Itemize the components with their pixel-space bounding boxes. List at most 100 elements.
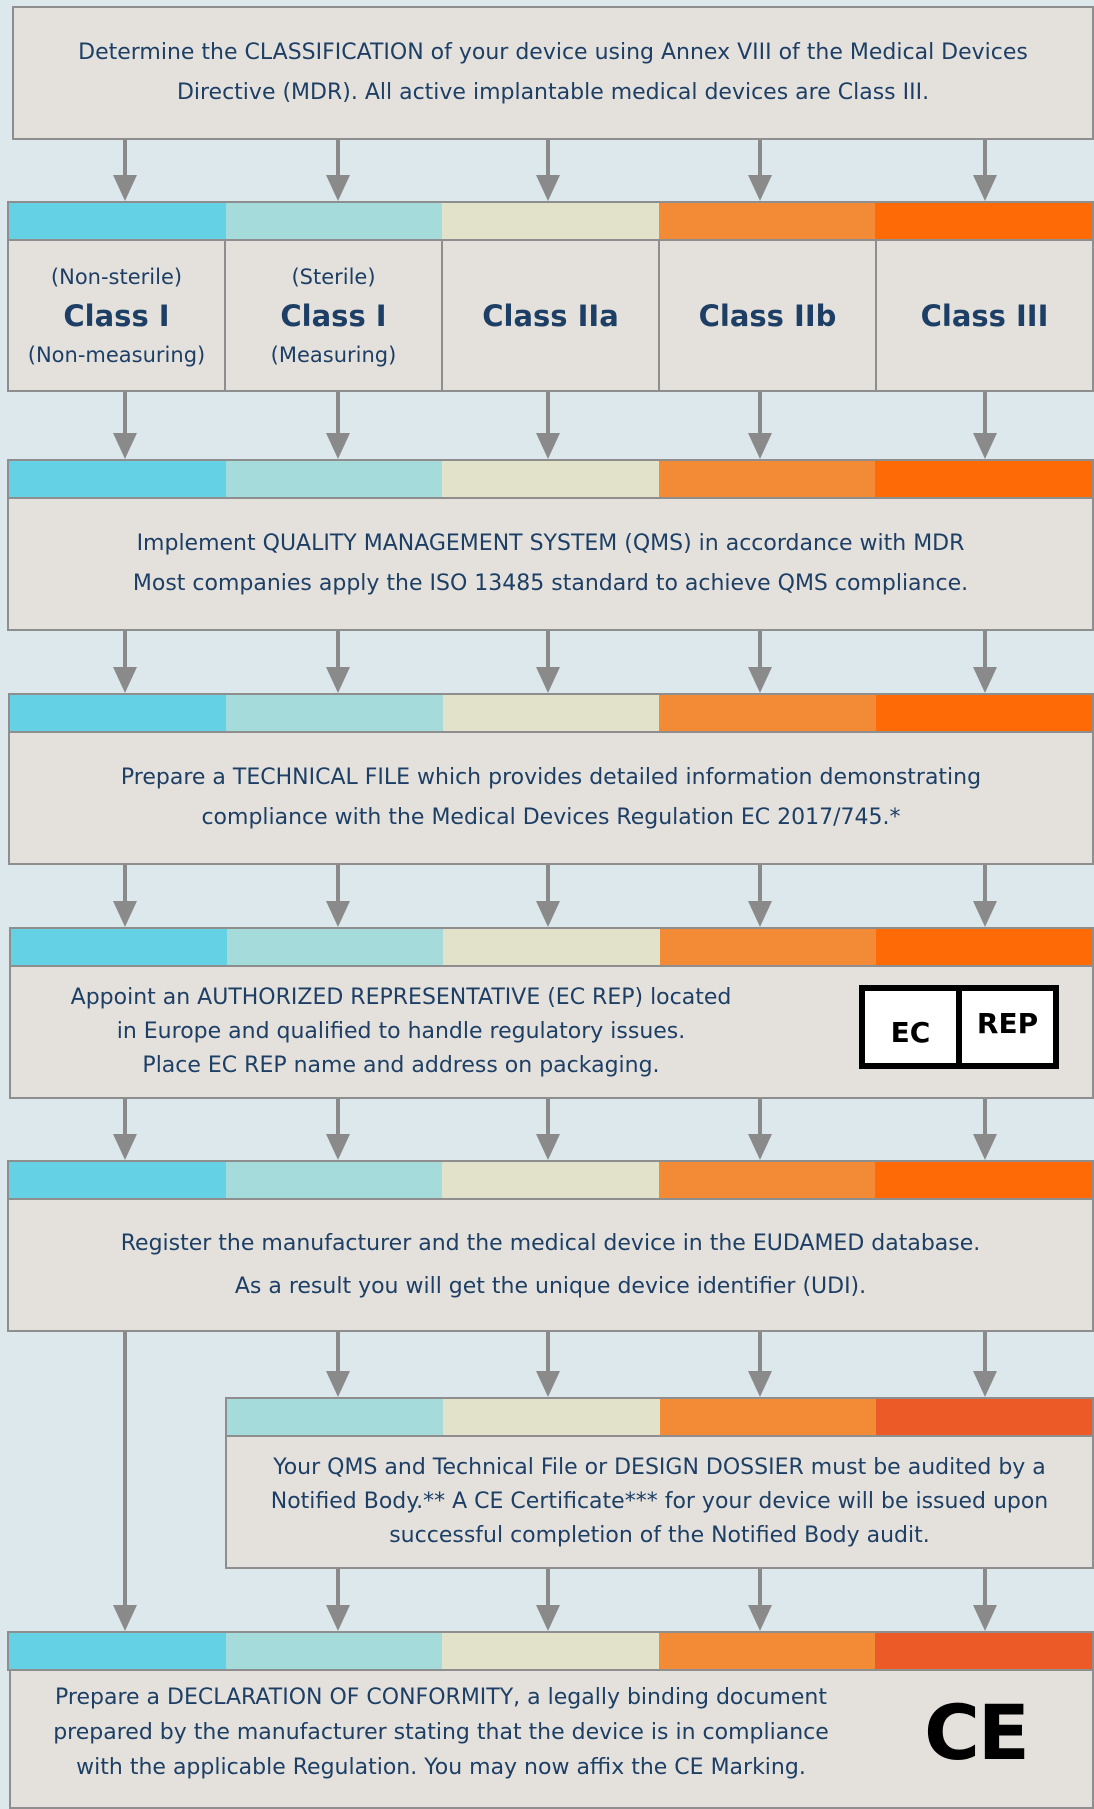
declaration-step: Prepare a DECLARATION OF CONFORMITY, a l…: [9, 1669, 1094, 1809]
notified-body-step: Your QMS and Technical File or DESIGN DO…: [225, 1435, 1094, 1569]
ec-rep-symbol: EC REP: [859, 985, 1059, 1069]
class-cell-2b: Class IIb: [658, 239, 877, 392]
class-1s-bottom-note: (Measuring): [270, 342, 397, 367]
class-cell-1-nonsterile: (Non-sterile) Class I (Non-measuring): [7, 239, 226, 392]
ec-rep-text-line-3: Place EC REP name and address on packagi…: [142, 1053, 660, 1078]
declaration-color-strip: [7, 1631, 1094, 1671]
ec-rep-color-strip-segment-5: [875, 929, 1092, 967]
arrow-row5-col1-head: [113, 1134, 137, 1160]
notified-body-color-strip-segment-2: [443, 1399, 660, 1437]
qms-text-line-1: Implement QUALITY MANAGEMENT SYSTEM (QMS…: [136, 531, 965, 556]
arrow-bypass-class1-head: [113, 1605, 137, 1631]
technical-file-color-strip: [8, 693, 1094, 733]
arrow-row7-col3-head: [536, 1605, 560, 1631]
declaration-color-strip-segment-5: [875, 1633, 1092, 1671]
class-1s-top-note: (Sterile): [291, 264, 376, 289]
technical-file-color-strip-segment-5: [875, 695, 1092, 733]
ec-rep-symbol-rep: REP: [976, 1006, 1039, 1040]
class-2b-name: Class IIb: [698, 298, 837, 333]
ec-rep-color-strip: [9, 927, 1094, 967]
ec-rep-color-strip-segment-1: [11, 929, 228, 967]
ec-rep-text-line-1: Appoint an AUTHORIZED REPRESENTATIVE (EC…: [70, 985, 732, 1010]
ec-rep-text-line-2: in Europe and qualified to handle regula…: [116, 1019, 686, 1044]
qms-color-strip-segment-3: [442, 461, 659, 499]
notified-body-text-line-1: Your QMS and Technical File or DESIGN DO…: [273, 1455, 1046, 1480]
arrow-row2-col1-head: [113, 433, 137, 459]
technical-file-color-strip-segment-1: [10, 695, 227, 733]
arrow-row3-col3-head: [536, 667, 560, 693]
ec-rep-symbol-ec: EC: [865, 991, 962, 1063]
eudamed-color-strip: [7, 1160, 1094, 1200]
arrow-row2-col3-head: [536, 433, 560, 459]
eudamed-color-strip-segment-1: [9, 1162, 226, 1200]
arrow-row2-col5-head: [973, 433, 997, 459]
declaration-color-strip-segment-2: [225, 1633, 443, 1671]
arrow-row7-col5-head: [973, 1605, 997, 1631]
arrow-row6-col2-head: [326, 1371, 350, 1397]
class-3-name: Class III: [920, 298, 1049, 333]
arrow-row3-col1-head: [113, 667, 137, 693]
classification-text-line-1: Determine the CLASSIFICATION of your dev…: [78, 40, 1028, 65]
arrow-row5-col5-head: [973, 1134, 997, 1160]
class-1-top-note: (Non-sterile): [50, 264, 183, 289]
qms-color-strip-segment-5: [875, 461, 1092, 499]
arrow-row1-col5-head: [973, 175, 997, 201]
class-cell-2a: Class IIa: [441, 239, 660, 392]
class-color-strip: [7, 201, 1094, 241]
class-1s-name: Class I: [280, 298, 387, 333]
class-cell-3: Class III: [875, 239, 1094, 392]
arrow-row4-col2-head: [326, 901, 350, 927]
notified-body-color-strip-segment-3: [659, 1399, 876, 1437]
eudamed-color-strip-segment-5: [875, 1162, 1092, 1200]
arrow-row5-col4-head: [748, 1134, 772, 1160]
arrow-row7-col2-head: [326, 1605, 350, 1631]
class-color-strip-segment-1: [9, 203, 226, 241]
notified-body-color-strip-segment-4: [875, 1399, 1092, 1437]
arrow-row7-col4-head: [748, 1605, 772, 1631]
class-1-bottom-note: (Non-measuring): [27, 342, 206, 367]
ec-rep-color-strip-segment-2: [227, 929, 444, 967]
arrow-row2-col2-head: [326, 433, 350, 459]
notified-body-text-line-3: successful completion of the Notified Bo…: [389, 1523, 930, 1548]
arrow-row6-col3-head: [536, 1371, 560, 1397]
eudamed-step: Register the manufacturer and the medica…: [7, 1198, 1094, 1332]
arrow-row2-col4-head: [748, 433, 772, 459]
class-2a-name: Class IIa: [482, 298, 619, 333]
eudamed-text-line-1: Register the manufacturer and the medica…: [120, 1231, 981, 1256]
declaration-text-line-2: prepared by the manufacturer stating tha…: [53, 1719, 829, 1745]
declaration-color-strip-segment-1: [9, 1633, 226, 1671]
arrow-row3-col5-head: [973, 667, 997, 693]
qms-color-strip-segment-1: [9, 461, 226, 499]
arrow-row1-col3-head: [536, 175, 560, 201]
arrow-row3-col2-head: [326, 667, 350, 693]
arrow-row5-col3-head: [536, 1134, 560, 1160]
arrow-row1-col2-head: [326, 175, 350, 201]
class-color-strip-segment-5: [875, 203, 1092, 241]
declaration-color-strip-segment-3: [442, 1633, 659, 1671]
arrow-row3-col4-head: [748, 667, 772, 693]
declaration-text-line-1: Prepare a DECLARATION OF CONFORMITY, a l…: [55, 1684, 827, 1710]
qms-color-strip: [7, 459, 1094, 499]
arrow-row4-col4-head: [748, 901, 772, 927]
eudamed-color-strip-segment-3: [442, 1162, 659, 1200]
arrow-row5-col2-head: [326, 1134, 350, 1160]
ec-rep-color-strip-segment-4: [659, 929, 876, 967]
arrow-row4-col3-head: [536, 901, 560, 927]
class-1-name: Class I: [63, 298, 170, 333]
class-color-strip-segment-4: [658, 203, 876, 241]
class-color-strip-segment-3: [442, 203, 659, 241]
qms-color-strip-segment-4: [658, 461, 876, 499]
technical-file-step: Prepare a TECHNICAL FILE which provides …: [8, 731, 1094, 865]
technical-file-color-strip-segment-4: [659, 695, 876, 733]
class-color-strip-segment-2: [225, 203, 443, 241]
eudamed-color-strip-segment-2: [225, 1162, 443, 1200]
technical-file-text-line-2: compliance with the Medical Devices Regu…: [201, 805, 901, 830]
arrow-row6-col5-head: [973, 1371, 997, 1397]
class-cell-1-sterile: (Sterile) Class I (Measuring): [224, 239, 443, 392]
declaration-text-line-3: with the applicable Regulation. You may …: [76, 1754, 806, 1780]
notified-body-text-line-2: Notified Body.** A CE Certificate*** for…: [270, 1489, 1049, 1514]
eudamed-color-strip-segment-4: [658, 1162, 876, 1200]
eudamed-text-line-2: As a result you will get the unique devi…: [234, 1274, 867, 1299]
classification-step: Determine the CLASSIFICATION of your dev…: [12, 6, 1094, 140]
